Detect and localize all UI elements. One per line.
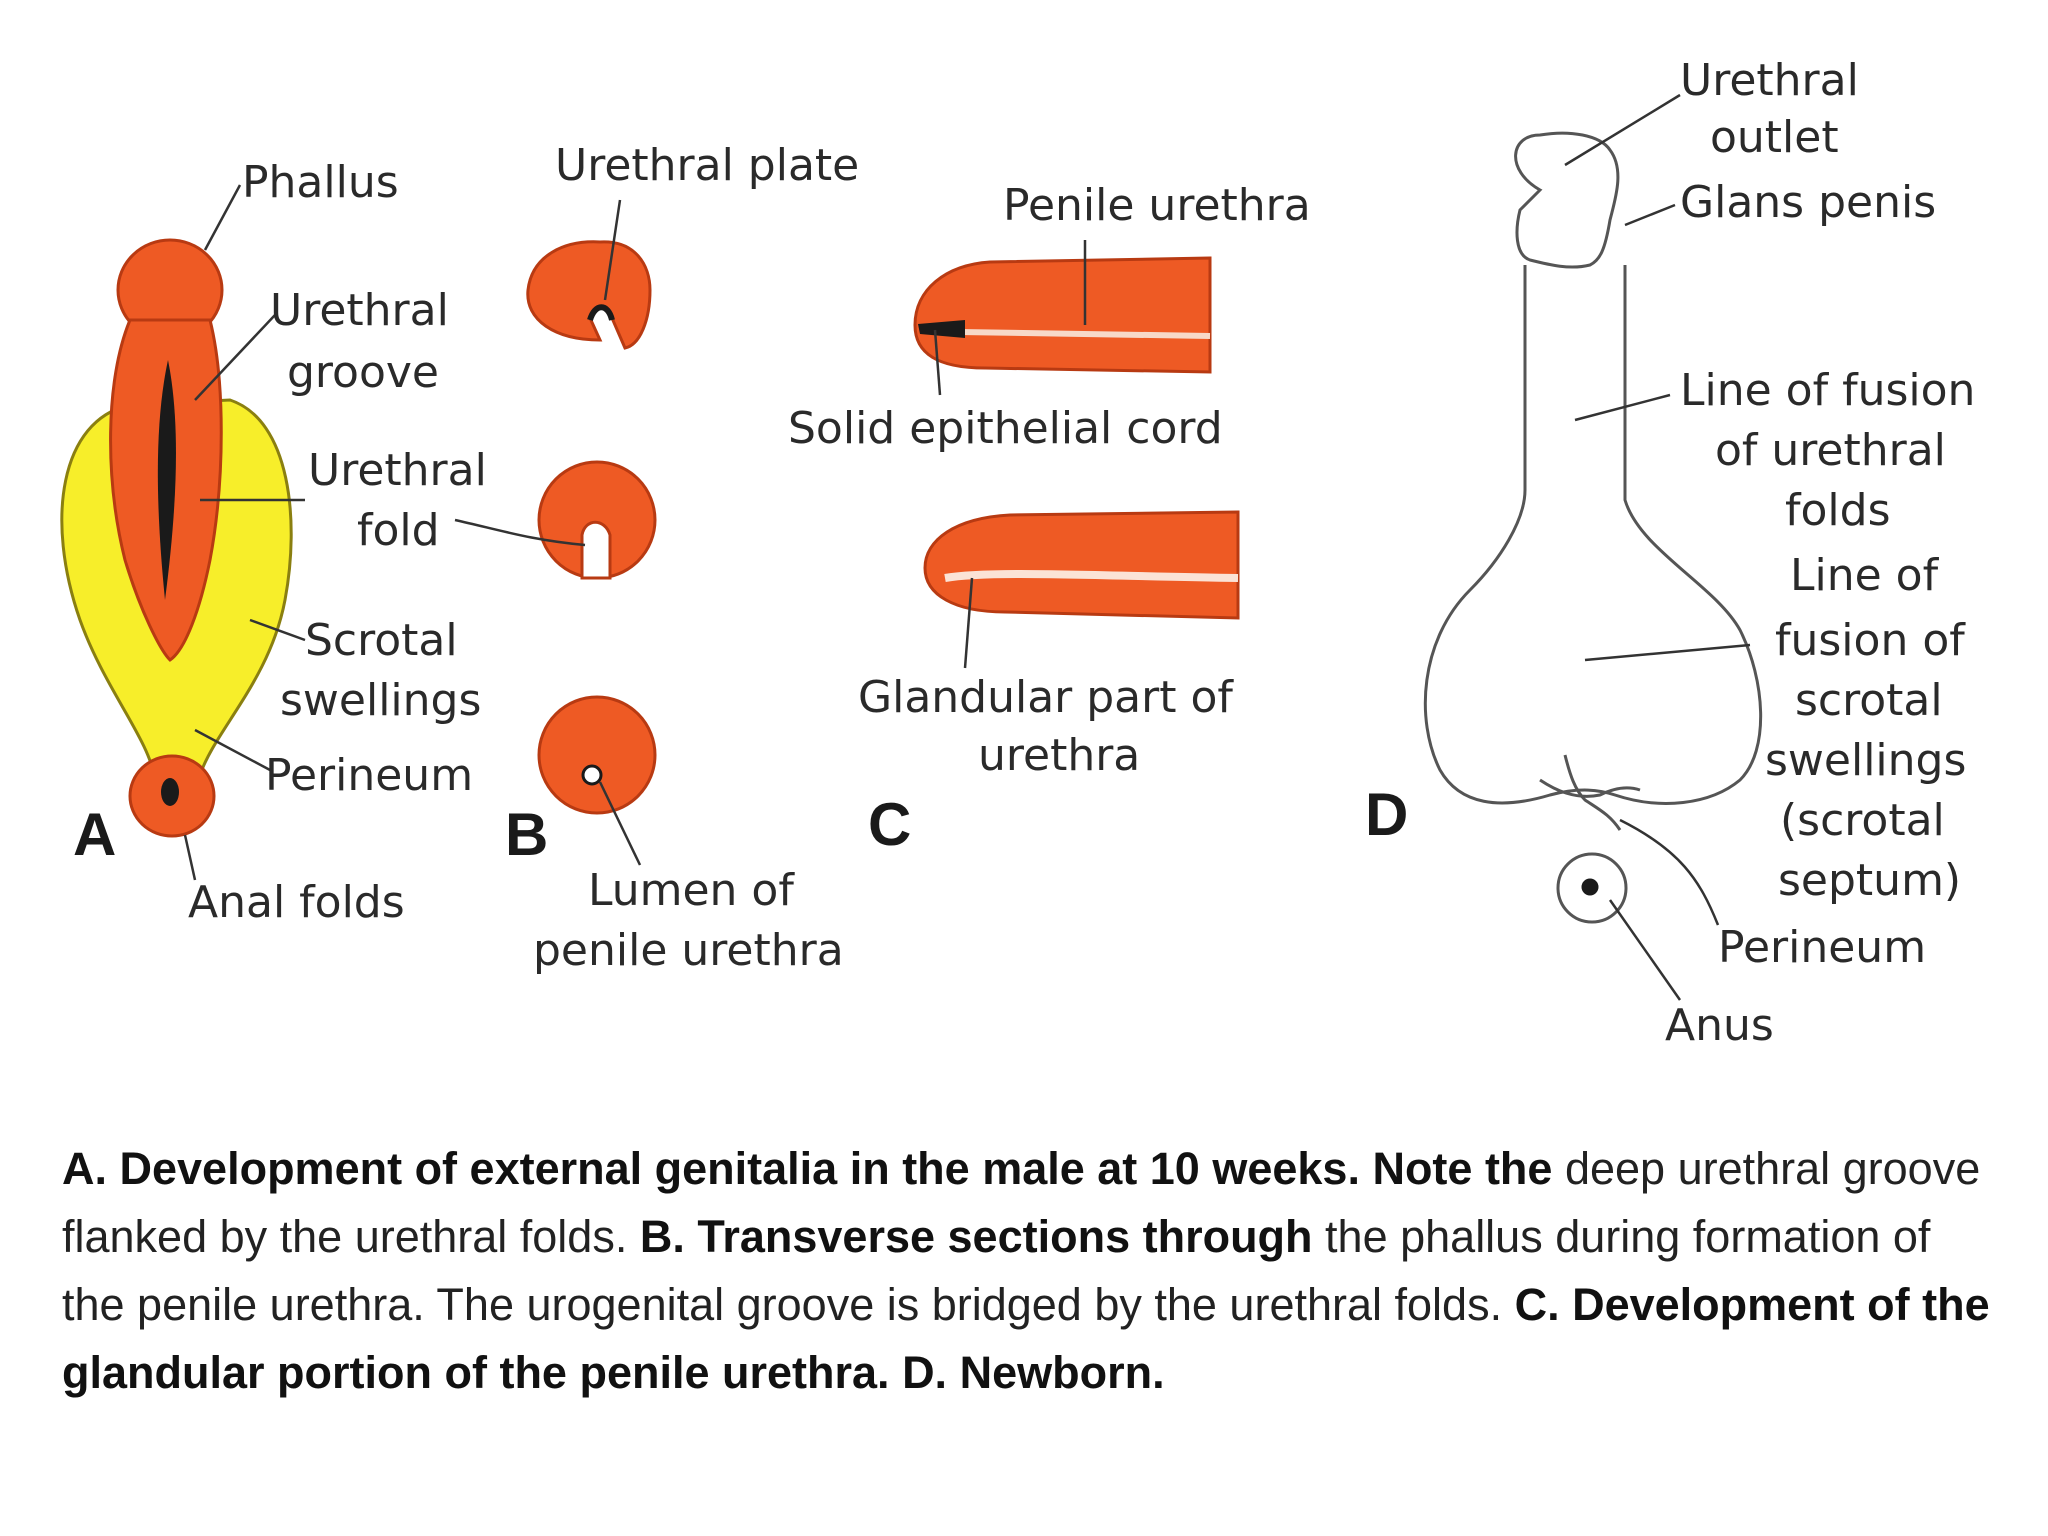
leader-solid-cord xyxy=(933,329,942,396)
leader-perineum-d xyxy=(1619,818,1720,926)
caption-b-text: the phallus during formation of the peni… xyxy=(62,1211,1931,1330)
panel-a-illustration xyxy=(60,238,293,838)
panel-b-illustration xyxy=(526,240,657,815)
label-line-of-fusion-scrotal: swellings xyxy=(1765,735,1966,786)
figure-caption: A. Development of external genitalia in … xyxy=(62,1135,2002,1407)
leader-anal-folds xyxy=(183,834,197,881)
panel-a-leader-lines xyxy=(183,184,306,881)
label-glandular-part: urethra xyxy=(978,730,1140,781)
leader-anus xyxy=(1608,899,1682,1001)
caption-b-bold: B. Transverse sections through xyxy=(639,1211,1313,1262)
solid-epithelial-cord xyxy=(918,320,965,338)
urethral-fold-gap xyxy=(580,520,612,580)
penile-urethra-channel xyxy=(959,329,1211,339)
panel-letter-c: C xyxy=(868,791,911,858)
label-urethral-plate: Urethral plate xyxy=(555,140,859,191)
leader-urethral-plate xyxy=(603,199,622,301)
leader-glandular xyxy=(963,577,974,669)
leader-perineum-a xyxy=(194,728,271,772)
label-line-of-fusion-scrotal: Line of xyxy=(1790,550,1940,601)
panel-c-leader-lines xyxy=(933,240,1087,669)
label-urethral-fold: Urethral xyxy=(308,445,487,496)
leader-glans-penis xyxy=(1624,203,1676,227)
panel-c-labels: Penile urethra Solid epithelial cord Gla… xyxy=(788,180,1311,858)
leader-fusion-scrotal xyxy=(1584,643,1751,662)
anus-outline xyxy=(1556,852,1628,924)
leader-lumen xyxy=(598,781,642,866)
penile-urethra-lumen xyxy=(581,764,603,786)
panel-b-labels: Urethral plate Lumen of penile urethra B xyxy=(505,140,859,976)
label-line-of-fusion-scrotal: scrotal xyxy=(1795,675,1943,726)
leader-fusion-urethral xyxy=(1574,393,1671,422)
label-lumen-penile-urethra: Lumen of xyxy=(588,865,795,916)
label-line-of-fusion-urethral: of urethral xyxy=(1715,425,1946,476)
label-line-of-fusion-scrotal: septum) xyxy=(1778,855,1961,906)
label-line-of-fusion-scrotal: (scrotal xyxy=(1780,795,1945,846)
panel-b-leader-lines xyxy=(454,199,642,866)
leader-scrotal-swellings xyxy=(249,618,306,642)
label-scrotal-swellings: Scrotal xyxy=(305,615,458,666)
caption-a-text: deep urethral groove flanked by the uret… xyxy=(62,1143,1981,1262)
urethral-plate-groove xyxy=(587,304,615,322)
label-urethral-groove: Urethral xyxy=(270,285,449,336)
label-anal-folds: Anal folds xyxy=(188,877,405,928)
caption-c-bold: C. Development of the glandular portion … xyxy=(62,1279,1990,1398)
label-line-of-fusion-urethral: folds xyxy=(1785,485,1891,536)
panel-letter-b: B xyxy=(505,801,548,868)
label-solid-epithelial-cord: Solid epithelial cord xyxy=(788,403,1223,454)
glandular-urethra-channel xyxy=(944,569,1239,582)
caption-a-bold: A. Development of external genitalia in … xyxy=(62,1143,1553,1194)
anal-opening xyxy=(161,778,179,806)
phallus-section-lower xyxy=(923,510,1240,620)
glans-outline xyxy=(1514,131,1620,269)
leader-urethral-fold-b xyxy=(454,518,586,547)
leader-urethral-groove xyxy=(194,314,276,401)
anus-center xyxy=(1581,878,1599,896)
label-perineum-a: Perineum xyxy=(265,750,473,801)
panel-a-labels: Phallus Urethral groove Urethral fold Sc… xyxy=(73,157,487,928)
panel-d-illustration xyxy=(1423,131,1763,924)
label-urethral-groove: groove xyxy=(287,347,439,398)
panel-letter-d: D xyxy=(1365,781,1408,848)
panel-d-labels: Urethral outlet Glans penis Line of fusi… xyxy=(1365,55,1975,1051)
scrotal-fold-detail xyxy=(1539,778,1641,798)
leader-phallus xyxy=(203,184,242,251)
label-scrotal-swellings: swellings xyxy=(280,675,481,726)
label-line-of-fusion-scrotal: fusion of xyxy=(1775,615,1966,666)
scrotal-septum-line xyxy=(1563,754,1622,831)
leader-urethral-outlet xyxy=(1564,93,1681,167)
panel-c-illustration xyxy=(913,256,1240,620)
section-urethral-plate xyxy=(526,240,652,350)
section-penile-urethra xyxy=(537,695,657,815)
label-urethral-outlet: Urethral xyxy=(1680,55,1859,106)
label-penile-urethra: Penile urethra xyxy=(1003,180,1311,231)
panel-letter-a: A xyxy=(73,801,116,868)
label-glans-penis: Glans penis xyxy=(1680,177,1936,228)
label-lumen-penile-urethra: penile urethra xyxy=(533,925,844,976)
label-urethral-outlet: outlet xyxy=(1710,112,1839,163)
caption-d-bold: D. Newborn. xyxy=(902,1347,1165,1398)
label-anus: Anus xyxy=(1665,1000,1774,1051)
penile-shaft-outline xyxy=(1423,265,1763,805)
label-perineum-d: Perineum xyxy=(1718,922,1926,973)
label-urethral-fold: fold xyxy=(357,505,440,556)
phallus-section-upper xyxy=(913,256,1212,374)
label-phallus: Phallus xyxy=(242,157,399,208)
label-glandular-part: Glandular part of xyxy=(858,672,1234,723)
urethral-groove-shape xyxy=(157,360,176,600)
panel-d-leader-lines xyxy=(1564,93,1751,1001)
label-line-of-fusion-urethral: Line of fusion xyxy=(1680,365,1975,416)
